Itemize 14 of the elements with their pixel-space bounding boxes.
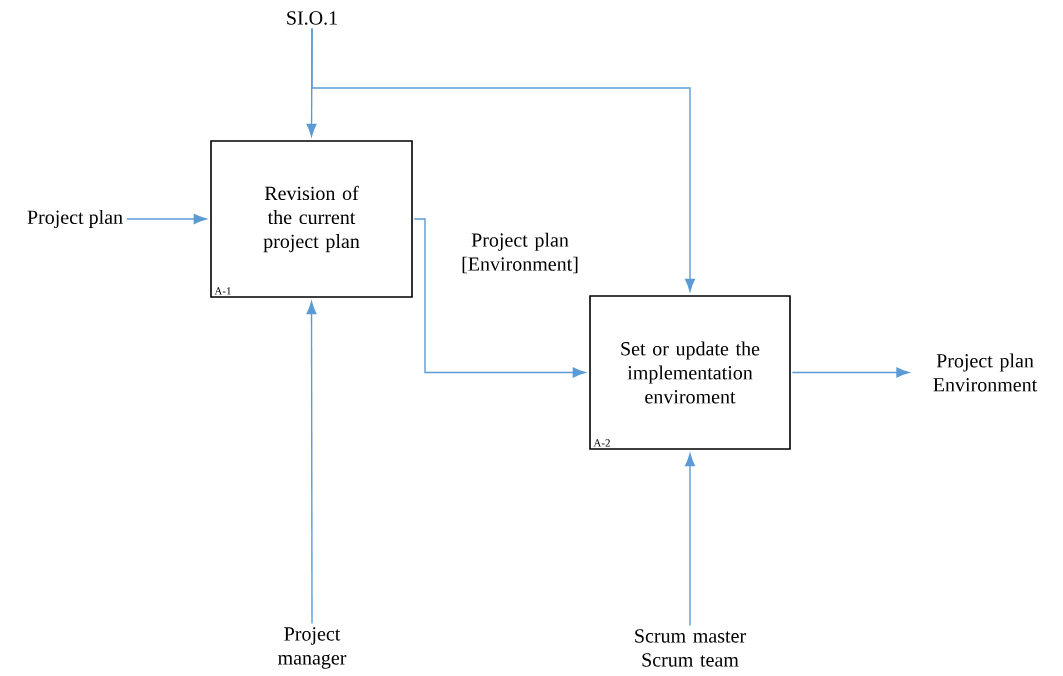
arrow [791, 367, 910, 378]
arrow [126, 214, 207, 224]
arrow [413, 218, 586, 378]
flow-label: SI.O.1 [287, 11, 337, 25]
edge-label: Project plan [Environment] [449, 231, 591, 275]
flow-label: Project plan [27, 209, 123, 229]
arrow [311, 27, 695, 292]
activity-box: Set or update the implementation enviroment A-2 [589, 295, 791, 450]
flow-label: Project manager [278, 627, 347, 669]
activity-box: Revision of the current project plan A-1 [210, 140, 413, 298]
arrow [685, 453, 695, 627]
arrow [306, 301, 317, 625]
flow-label: Scrum master Scrum team [635, 629, 746, 667]
flow-label: Project plan Environment [933, 353, 1038, 392]
